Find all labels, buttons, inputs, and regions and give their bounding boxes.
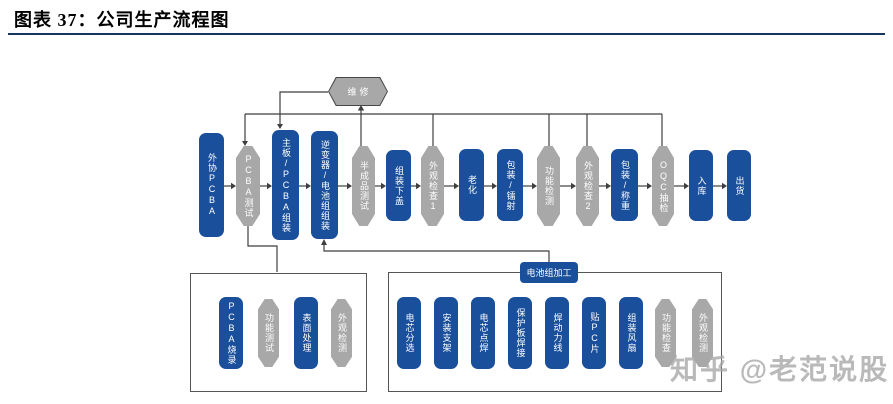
process-station: 焊动力线 xyxy=(545,297,569,369)
station-label: 外观检测 xyxy=(337,313,347,353)
process-station: 组装下盖 xyxy=(386,150,411,221)
station-label: 电芯点焊 xyxy=(478,313,489,353)
station-label: 包装/称重 xyxy=(620,159,630,211)
station-label: 外观检查1 xyxy=(428,160,438,212)
flow-arrowhead xyxy=(347,182,352,190)
process-station: PCBA烧录 xyxy=(219,297,243,369)
inspection-station: 外观检查2 xyxy=(576,146,599,226)
station-label: 外观检测 xyxy=(698,313,708,353)
station-label: 外观检查2 xyxy=(583,160,593,212)
station-label: 主板/PCBA组装 xyxy=(281,137,291,233)
repair-out-line xyxy=(279,91,328,124)
process-station: 老化 xyxy=(459,149,484,221)
process-station: 出货 xyxy=(727,150,751,221)
subprocess-right-link xyxy=(323,245,550,262)
feedback-arrowhead xyxy=(242,141,248,146)
station-label: 半成品测试 xyxy=(359,161,369,211)
station-label: 入库 xyxy=(696,175,707,196)
process-station: 保护板焊接 xyxy=(508,297,532,369)
station-label: 包装/镭射 xyxy=(505,159,516,211)
repair-station: 维修 xyxy=(328,77,388,106)
inspection-station: 外观检测 xyxy=(692,299,713,367)
flow-arrowhead xyxy=(532,182,537,190)
station-label: OQC抽检 xyxy=(658,159,669,213)
process-station: 电芯点焊 xyxy=(471,297,495,369)
repair-out-arrowhead xyxy=(277,124,283,129)
process-station: 组装风扇 xyxy=(619,297,643,369)
station-label: 逆变器/电池组组装 xyxy=(320,139,330,231)
repair-station-label: 维修 xyxy=(329,78,387,105)
inspection-station: 功能测试 xyxy=(258,299,279,367)
station-label: 电芯分选 xyxy=(404,313,415,353)
process-station: 电芯分选 xyxy=(397,297,421,369)
inspection-station: 功能检测 xyxy=(537,146,560,226)
process-station: 入库 xyxy=(689,150,713,221)
process-station: 逆变器/电池组组装 xyxy=(311,131,338,239)
station-label: PCBA烧录 xyxy=(226,301,237,365)
station-label: 组装风扇 xyxy=(626,313,637,353)
station-label: 功能测试 xyxy=(264,313,274,353)
process-station: 主板/PCBA组装 xyxy=(272,130,299,240)
station-label: 外协PCBA xyxy=(207,153,217,217)
station-label: 老化 xyxy=(467,175,477,195)
station-label: 功能检查 xyxy=(661,313,671,353)
station-label: 焊动力线 xyxy=(552,313,563,353)
inspection-station: 半成品测试 xyxy=(352,146,375,226)
process-station: 贴PC片 xyxy=(582,297,606,369)
station-label: 表面处理 xyxy=(301,313,312,353)
inspection-station: 外观检测 xyxy=(331,299,352,367)
chart-title: 图表 37：公司生产流程图 xyxy=(14,10,230,30)
inspection-station: 外观检查1 xyxy=(421,146,444,226)
inspection-station: 功能检查 xyxy=(655,299,676,367)
flow-arrowhead xyxy=(416,182,421,190)
station-label: 保护板焊接 xyxy=(515,308,526,358)
subprocess-right-arrowhead xyxy=(321,239,327,245)
flow-arrowhead xyxy=(647,182,652,190)
watermark: 知乎 @老范说股 xyxy=(670,354,890,385)
process-station: 包装/镭射 xyxy=(497,149,523,221)
process-station: 外协PCBA xyxy=(199,133,224,237)
inspection-station: PCBA测试 xyxy=(236,146,260,226)
flow-arrowhead xyxy=(571,182,576,190)
process-station: 包装/称重 xyxy=(611,149,638,221)
flow-arrowhead xyxy=(231,182,236,190)
station-label: 出货 xyxy=(734,175,745,196)
station-label: 安装支架 xyxy=(441,313,452,353)
process-station: 表面处理 xyxy=(294,297,318,369)
inspection-station: OQC抽检 xyxy=(652,146,674,226)
station-label: PCBA测试 xyxy=(243,154,254,218)
title-rule xyxy=(8,33,885,35)
process-station: 安装支架 xyxy=(434,297,458,369)
station-label: 功能检测 xyxy=(544,166,554,206)
subprocess-right-title: 电池组加工 xyxy=(520,262,578,283)
station-label: 贴PC片 xyxy=(589,312,600,354)
station-label: 组装下盖 xyxy=(394,165,404,206)
